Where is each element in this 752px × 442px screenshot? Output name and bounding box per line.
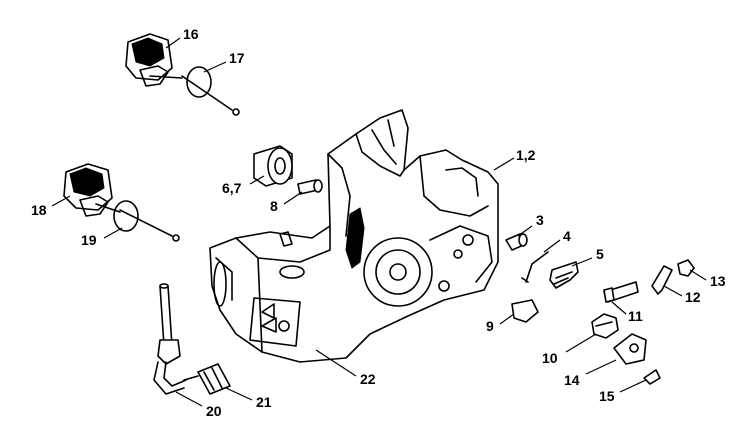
part-15-screw[interactable] [643,369,661,385]
part-5-stud[interactable] [549,261,579,289]
leader-11 [611,301,627,315]
part-13-nut[interactable] [677,259,695,277]
leader-18 [51,195,71,207]
leader-6-7 [249,175,265,185]
callout-16: 16 [183,26,199,42]
leader-5 [571,257,593,267]
leader-1-2 [493,157,515,171]
callout-20: 20 [206,403,222,419]
part-12-slide[interactable] [651,265,673,295]
part-16-oil-pump[interactable] [125,33,240,116]
leader-12 [663,285,683,297]
leader-20 [175,391,203,407]
callout-1-2: 1,2 [516,147,536,163]
part-18-oil-pump[interactable] [63,163,180,242]
leader-15 [619,379,647,393]
callout-11: 11 [628,308,643,324]
callout-6-7: 6,7 [222,180,242,196]
part-1-2-crankcase[interactable] [209,109,499,363]
callout-4: 4 [563,228,571,244]
callout-3: 3 [536,212,544,228]
callout-5: 5 [596,246,604,262]
leader-10 [565,333,597,353]
part-21-filter[interactable] [183,363,231,395]
leader-16 [165,37,181,49]
leader-21 [225,387,253,401]
leader-17 [203,61,227,73]
callout-9: 9 [486,318,494,334]
part-4-guide[interactable] [521,251,549,283]
leader-8 [283,191,303,205]
part-11-screw[interactable] [603,281,639,303]
callout-10: 10 [542,350,558,366]
leader-19 [103,227,123,239]
leader-3 [517,225,533,237]
callout-17: 17 [229,50,245,66]
callout-12: 12 [685,289,701,305]
callout-18: 18 [31,202,47,218]
leader-lines [51,37,707,407]
leader-9 [499,313,515,325]
part-3-sleeve[interactable] [505,233,528,251]
leader-14 [585,359,617,375]
part-10-gear[interactable] [591,313,619,339]
callout-19: 19 [81,232,97,248]
callout-14: 14 [564,372,580,388]
callout-21: 21 [256,394,272,410]
part-6-7-buffer[interactable] [253,145,293,187]
part-20-hose[interactable] [153,283,187,395]
callout-22: 22 [360,371,376,387]
callout-15: 15 [599,388,615,404]
callout-labels: 16 17 18 19 6,7 8 1,2 3 4 5 13 12 11 9 1… [31,26,726,419]
callout-8: 8 [270,198,278,214]
part-8-screw[interactable] [297,179,323,195]
leader-4 [543,239,561,253]
leader-13 [689,269,707,281]
callout-13: 13 [710,273,726,289]
part-9-plug[interactable] [511,299,539,323]
leader-22 [315,349,357,377]
part-14-cover[interactable] [613,333,647,365]
